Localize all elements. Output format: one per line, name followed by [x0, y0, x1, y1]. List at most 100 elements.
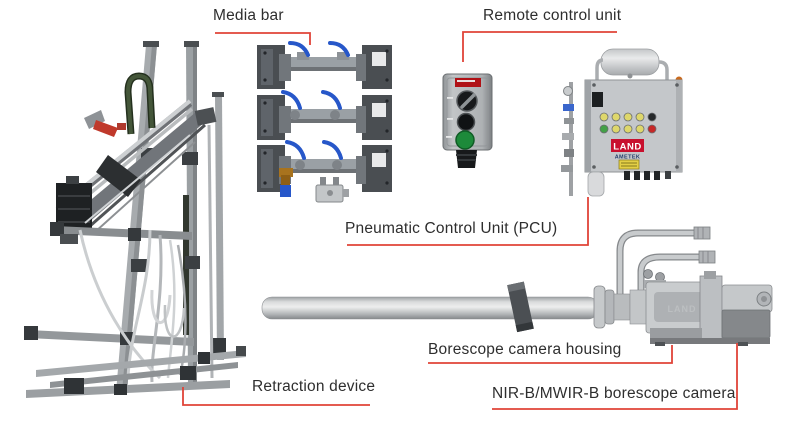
cooling-pipe-1 — [617, 230, 700, 296]
remote-control-unit-illustration — [442, 73, 493, 168]
screw — [263, 101, 267, 105]
rail-top-bracket — [194, 107, 217, 126]
hose — [166, 239, 176, 379]
blue-valve-lever — [288, 41, 310, 57]
screw — [592, 83, 596, 87]
box-side-tab — [343, 189, 349, 197]
clamp-inner — [356, 54, 366, 81]
cross-clamp — [50, 222, 64, 236]
pipe-fitting — [564, 149, 574, 157]
media-bar-illustration — [257, 41, 392, 203]
ametek-logo-text: AMETEK — [615, 155, 641, 161]
valve-port — [290, 110, 300, 120]
media-bar-rail-shade — [285, 67, 367, 71]
screw — [385, 78, 389, 82]
base-end-cap — [236, 346, 246, 356]
tube-clamp-band — [507, 281, 534, 333]
borescope-camera-housing-label: Borescope camera housing — [428, 341, 622, 358]
indicator-yellow — [635, 112, 645, 122]
base-rail-rear — [36, 350, 246, 377]
pneumatic-control-unit-label: Pneumatic Control Unit (PCU) — [345, 220, 558, 237]
blue-valve-lever — [321, 90, 342, 110]
tank-drain — [627, 73, 633, 79]
clamp-window — [372, 153, 386, 167]
air-tank — [600, 48, 660, 76]
screw — [263, 151, 267, 155]
indicator-lights-row-1 — [599, 112, 657, 122]
selector-lever — [460, 93, 476, 109]
indicator-lights-row-2 — [599, 124, 657, 134]
media-bar-rail-shade — [285, 169, 367, 173]
clamp-inner — [356, 156, 366, 184]
camera-rear-lower — [721, 309, 771, 339]
nirb-callout-line — [492, 343, 738, 410]
energy-chain — [125, 73, 154, 135]
tube-clamp-bottom — [515, 321, 534, 333]
retraction-rail-beam — [68, 112, 206, 230]
pendant-fitting — [587, 171, 605, 197]
clamp-block-face — [261, 99, 273, 136]
screw — [675, 165, 679, 169]
tank-pipe-left — [595, 58, 604, 80]
remote-brand-label — [455, 78, 481, 87]
blue-valve-lever — [322, 140, 343, 160]
media-bar-assembly-1 — [257, 41, 392, 89]
blue-valve-lever — [281, 90, 302, 110]
post-clamp — [185, 256, 200, 269]
indicator-black — [647, 112, 657, 122]
hose-loop — [150, 289, 172, 324]
rear-connector-core — [761, 296, 767, 302]
screw — [263, 129, 267, 133]
indicator-yellow — [623, 124, 633, 134]
screw — [675, 83, 679, 87]
base-foot — [198, 352, 210, 364]
beam-cable — [84, 134, 191, 224]
post-cap — [184, 41, 199, 47]
housing-callout-line — [428, 345, 673, 364]
box-bracket — [320, 177, 326, 187]
red-valve-handle-2 — [117, 123, 126, 130]
guide-rod — [207, 124, 214, 379]
screw — [385, 149, 389, 153]
beam-cable — [94, 141, 196, 233]
indicator-yellow — [611, 112, 621, 122]
land-logo-plate — [611, 139, 644, 152]
indicator-yellow — [611, 124, 621, 134]
connector-hole — [327, 190, 333, 196]
screw — [385, 181, 389, 185]
screw — [263, 78, 267, 82]
cabinet-right-edge — [676, 80, 682, 172]
box-bracket — [333, 177, 339, 187]
tube-clamp-top — [507, 281, 526, 293]
media-bar-assembly-3 — [257, 140, 392, 203]
screw — [385, 129, 389, 133]
media-bar-rail-shade — [285, 119, 367, 123]
bottom-connector — [624, 171, 630, 180]
engraved-label-mark — [446, 136, 452, 138]
flange-disc-2 — [604, 289, 615, 325]
screw — [385, 49, 389, 53]
pneumatic-control-unit-illustration: LAND AMETEK — [561, 48, 683, 197]
engraved-label-mark — [447, 97, 453, 99]
remote-brand-text-mark — [457, 80, 475, 82]
hose-loop — [163, 304, 186, 338]
housing-neck-2 — [629, 289, 649, 325]
screw — [263, 181, 267, 185]
clamp-top-tab — [704, 271, 716, 279]
callout-lines — [182, 31, 738, 410]
cooling-pipe-2 — [638, 254, 706, 292]
cabinet-left-edge — [585, 80, 591, 172]
pcu-callout-line — [347, 197, 589, 246]
blue-valve-lever — [285, 140, 306, 160]
media-bar-label: Media bar — [213, 7, 284, 24]
bottom-connector — [644, 171, 650, 180]
valve-port — [295, 160, 305, 170]
bottom-connector — [654, 171, 660, 180]
pipe-fitting — [561, 165, 573, 172]
retraction-callout-line — [182, 387, 370, 406]
remote-control-callout-line — [462, 31, 617, 62]
post-clamp — [182, 152, 198, 165]
brass-elbow-fitting — [279, 168, 293, 177]
